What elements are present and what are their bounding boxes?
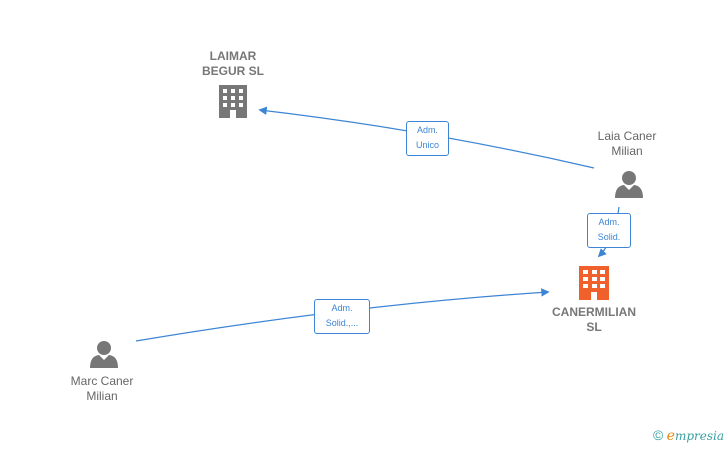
brand-name: mpresia bbox=[674, 429, 724, 443]
node-label-marc[interactable]: Marc Caner Milian bbox=[54, 374, 150, 404]
watermark: © empresia bbox=[653, 427, 724, 444]
node-label-line: LAIMAR bbox=[209, 49, 257, 63]
edge-label-line: Unico bbox=[415, 140, 439, 150]
edge-label-marc-canermilian[interactable]: Adm. Solid.,... bbox=[314, 299, 370, 334]
node-label-line: SL bbox=[586, 320, 602, 334]
brand-initial: e bbox=[666, 428, 675, 444]
node-label-line: Milian bbox=[611, 144, 643, 158]
node-label-laia[interactable]: Laia Caner Milian bbox=[579, 129, 675, 159]
edge-label-line: Solid. bbox=[597, 232, 621, 242]
edge-label-line: Adm. bbox=[416, 125, 438, 135]
edge-label-laia-canermilian[interactable]: Adm. Solid. bbox=[587, 213, 631, 248]
node-label-line: BEGUR SL bbox=[201, 64, 264, 78]
node-label-line: Laia Caner bbox=[597, 129, 657, 143]
building-icon bbox=[219, 85, 247, 118]
person-icon bbox=[615, 171, 643, 198]
node-label-canermilian[interactable]: CANERMILIAN SL bbox=[536, 305, 652, 335]
edge-label-line: Adm. bbox=[331, 303, 353, 313]
edge-label-laia-laimar[interactable]: Adm. Unico bbox=[406, 121, 449, 156]
edge-label-line: Adm. bbox=[598, 217, 620, 227]
node-label-line: CANERMILIAN bbox=[552, 305, 636, 319]
node-label-line: Marc Caner bbox=[70, 374, 134, 388]
person-icon bbox=[90, 341, 118, 368]
edge-label-line: Solid.,... bbox=[325, 318, 359, 328]
building-icon-main bbox=[579, 266, 609, 300]
node-label-line: Milian bbox=[86, 389, 118, 403]
node-label-laimar[interactable]: LAIMAR BEGUR SL bbox=[185, 49, 281, 79]
copyright-icon: © bbox=[652, 427, 664, 443]
